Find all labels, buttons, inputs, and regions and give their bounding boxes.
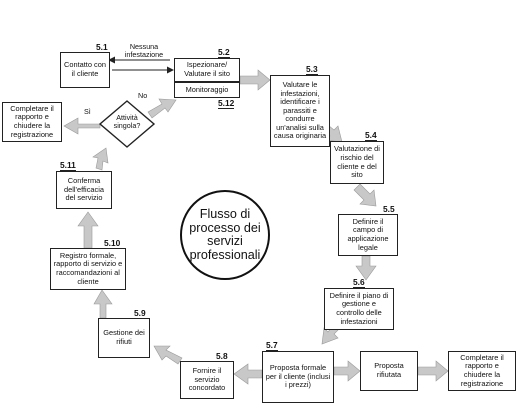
label-yes: Sì xyxy=(84,107,91,116)
step-number-5-12: 5.12 xyxy=(218,98,235,109)
arrow-decision-to-monitoring xyxy=(147,98,177,119)
step-5-6-management-plan: Definire il piano di gestione e controll… xyxy=(324,288,394,330)
step-5-9-waste-management: Gestione dei rifiuti xyxy=(98,318,150,358)
proposal-rejected-box: Proposta rifiutata xyxy=(360,351,418,391)
step-5-1-contact-client: Contatto con il cliente xyxy=(60,52,110,88)
decision-label: Attività singola? xyxy=(113,113,141,131)
complete-report-top: Completare il rapporto e chiudere la reg… xyxy=(2,102,62,142)
step-number-5-2: 5.2 xyxy=(218,47,230,58)
step-5-5-legal-scope: Definire il campo di applicazione legale xyxy=(338,214,398,256)
step-number-5-11: 5.11 xyxy=(60,160,76,171)
step-number-5-3: 5.3 xyxy=(306,64,318,75)
step-number-5-6: 5.6 xyxy=(353,277,365,288)
arrow-5-9-to-5-10 xyxy=(93,289,113,319)
arrow-rejected-to-complete xyxy=(417,360,449,382)
step-number-5-4: 5.4 xyxy=(365,130,377,141)
step-5-7-formal-proposal: Proposta formale per il cliente (inclusi… xyxy=(262,351,334,403)
arrow-5-2-to-5-3 xyxy=(239,69,271,91)
arrow-5-8-to-5-9 xyxy=(153,345,183,365)
arrow-5-7-to-rejected xyxy=(333,360,361,382)
step-5-8-provide-service: Fornire il servizio concordato xyxy=(180,361,234,399)
label-no-infestation: Nessuna infestazione xyxy=(124,42,164,60)
arrow-5-5-to-5-6 xyxy=(355,255,377,281)
arrow-5-10-to-5-11 xyxy=(77,211,99,249)
step-5-12-monitoring: Monitoraggio xyxy=(174,82,240,98)
arrow-5-11-to-decision xyxy=(92,147,109,171)
step-5-2-inspect-site: Ispezionare/ Valutare il sito xyxy=(174,58,240,82)
arrow-decision-to-complete xyxy=(63,117,101,135)
center-title-circle: Flusso di processo dei servizi professio… xyxy=(180,190,270,280)
step-5-11-confirm-effectiveness: Conferma dell'efficacia del servizio xyxy=(56,171,112,209)
arrow-5-4-to-5-5 xyxy=(353,183,377,207)
step-number-5-7: 5.7 xyxy=(266,340,278,351)
label-no: No xyxy=(138,91,148,100)
decision-diamond xyxy=(98,100,156,148)
step-5-4-risk-assessment: Valutazione di rischio del cliente e del… xyxy=(330,141,384,184)
step-5-3-evaluate-infestations: Valutare le infestazioni, identificare i… xyxy=(270,75,330,147)
step-5-10-formal-record: Registro formale, rapporto di servizio e… xyxy=(50,248,126,290)
complete-report-bottom: Completare il rapporto e chiudere la reg… xyxy=(448,351,516,391)
arrow-5-7-to-5-8 xyxy=(233,363,263,385)
